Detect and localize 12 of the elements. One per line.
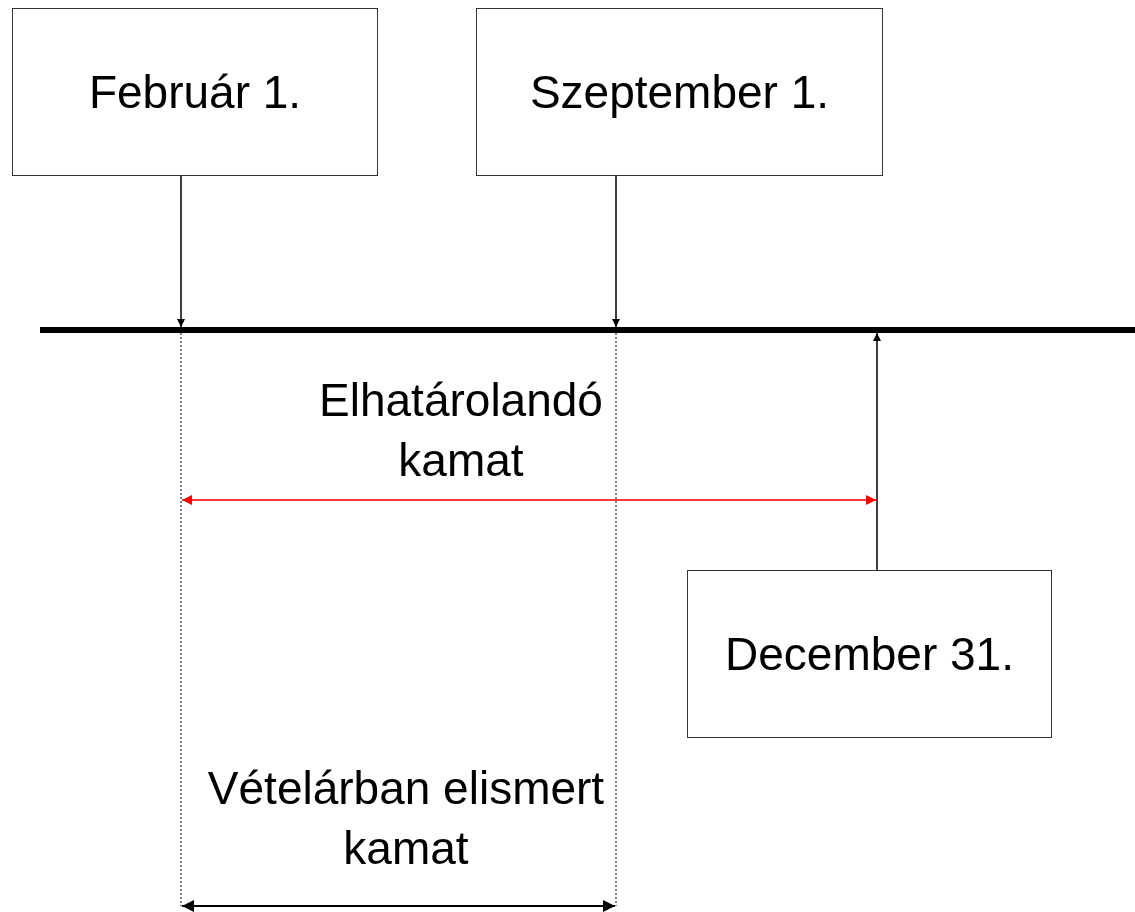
timeline-bar [40, 327, 1135, 333]
date-box [476, 8, 883, 176]
date-text: Szeptember 1. [529, 65, 830, 119]
date-text: December 31. [725, 627, 1014, 681]
arrow [873, 332, 881, 571]
arrow [612, 175, 620, 328]
date-text: Február 1. [88, 65, 302, 119]
arrow [177, 175, 185, 328]
date-box [12, 8, 378, 176]
date-box [687, 570, 1052, 738]
span-label: Vételárban elismert kamat [206, 761, 606, 876]
span-label: Elhatárolandó kamat [318, 373, 604, 488]
